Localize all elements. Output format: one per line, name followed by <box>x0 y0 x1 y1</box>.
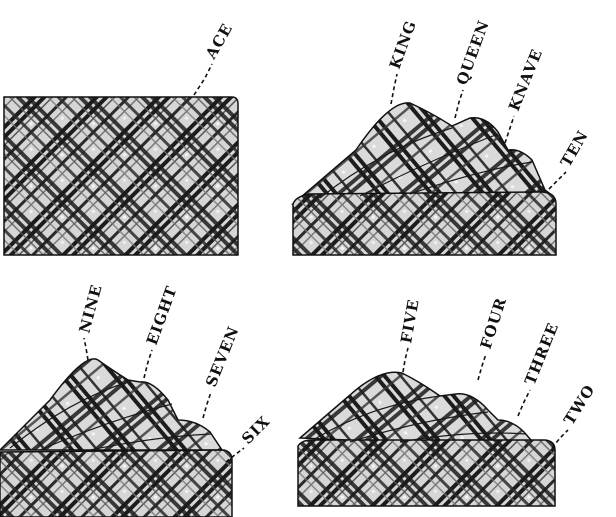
leader-ace <box>194 64 212 95</box>
leader-eight <box>144 350 152 378</box>
label-king: KING <box>386 18 420 72</box>
panel-five-two: FIVE FOUR THREE TWO <box>298 295 599 506</box>
leader-nine <box>84 338 88 360</box>
napkin-base <box>0 450 232 517</box>
label-ace: ACE <box>201 20 236 63</box>
panel-ace: ACE <box>4 20 238 255</box>
label-three: THREE <box>521 320 562 388</box>
label-seven: SEVEN <box>202 323 243 389</box>
leader-queen <box>455 90 463 118</box>
label-nine: NINE <box>75 282 105 335</box>
napkin-fan-back <box>300 372 538 448</box>
leader-three <box>518 390 530 416</box>
leader-ten <box>549 172 566 189</box>
leader-four <box>478 354 486 380</box>
panel-nine-six: NINE EIGHT SEVEN SIX <box>0 282 274 517</box>
panel-king-ten: KING QUEEN KNAVE TEN <box>293 18 592 255</box>
napkin-base <box>298 440 555 506</box>
napkin-base <box>293 192 556 255</box>
label-five: FIVE <box>397 297 422 344</box>
napkin-flat <box>4 97 238 255</box>
leader-two <box>552 430 568 448</box>
napkin-fan-back <box>0 359 222 450</box>
label-six: SIX <box>238 412 274 448</box>
label-knave: KNAVE <box>505 46 546 113</box>
label-two: TWO <box>560 381 599 428</box>
leader-seven <box>203 392 211 418</box>
leader-king <box>391 74 397 104</box>
label-eight: EIGHT <box>143 283 181 347</box>
leader-knave <box>505 116 514 143</box>
leader-five <box>403 348 408 372</box>
label-four: FOUR <box>477 295 511 351</box>
label-queen: QUEEN <box>453 18 493 88</box>
label-ten: TEN <box>557 127 592 170</box>
